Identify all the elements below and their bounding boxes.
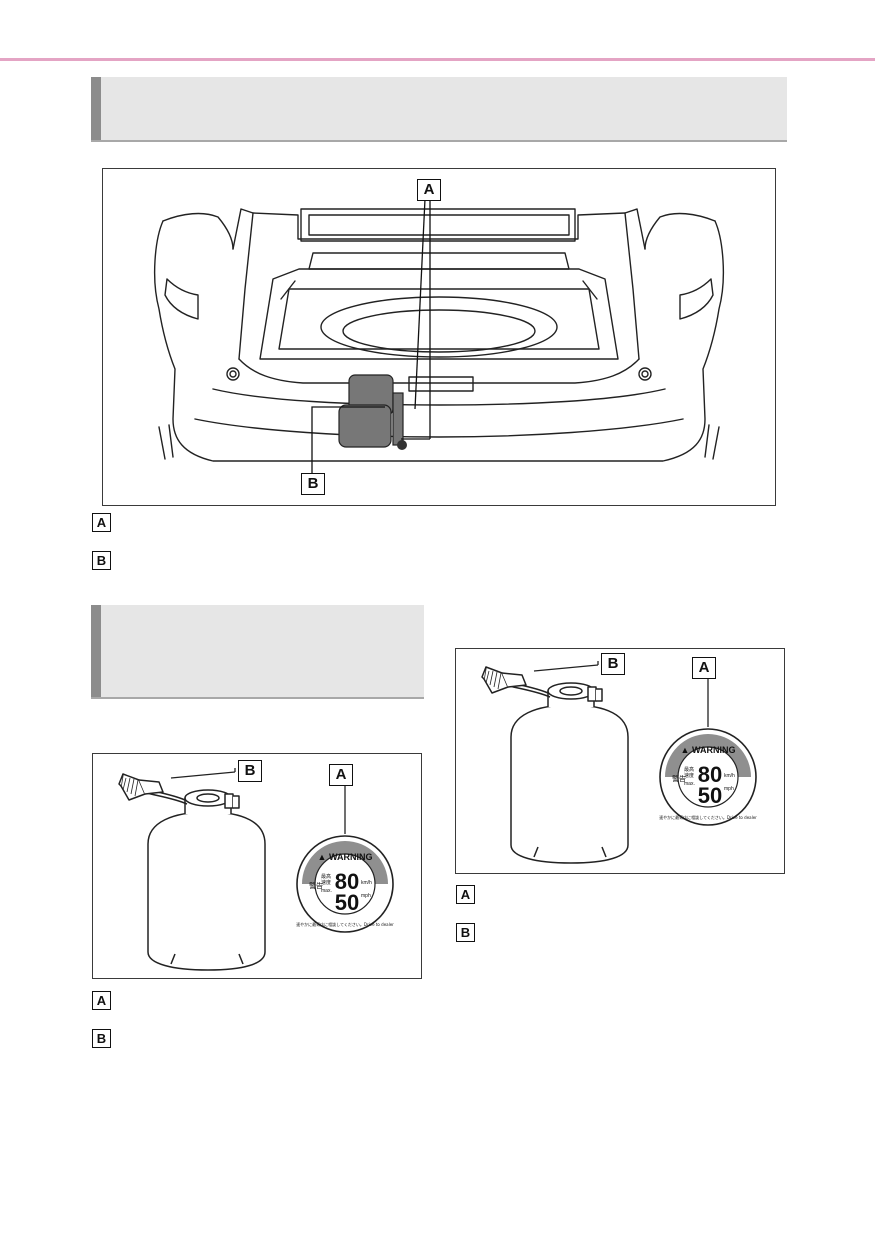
badge-mph-unit: mph xyxy=(361,893,371,899)
legend-a-marker: A xyxy=(92,513,111,532)
legend-b-marker: B xyxy=(92,551,111,570)
speed-warning-sticker-right: ▲ WARNING 警告 最高 速度 max. 80 km/h 50 mph 速… xyxy=(659,728,757,826)
section-header-accent-2 xyxy=(91,605,101,697)
callout-a-label-right: A xyxy=(692,657,716,679)
badge-warning-text: ▲ WARNING xyxy=(318,852,373,862)
section-header-band-2 xyxy=(91,605,424,699)
badge-jp-left-1: 最高 xyxy=(321,873,331,880)
legend-b-marker-right: B xyxy=(456,923,475,942)
badge-mph-unit-right: mph xyxy=(724,786,734,792)
callout-a-label: A xyxy=(417,179,441,201)
callout-a-label-left: A xyxy=(329,764,353,786)
sealant-bottle-illustration-right xyxy=(481,661,709,864)
legend-b-marker-left: B xyxy=(92,1029,111,1048)
legend-a-marker-left: A xyxy=(92,991,111,1010)
legend-a-marker-right: A xyxy=(456,885,475,904)
badge-kmh-unit: km/h xyxy=(361,880,372,886)
sealant-bottle-figure-right: B A ▲ WARNING 警告 最高 速度 max. 80 km/h 50 m… xyxy=(455,648,785,874)
badge-mph-value: 50 xyxy=(335,890,359,915)
callout-b-label-left: B xyxy=(238,760,262,782)
page-top-rule xyxy=(0,58,875,61)
callout-b-label-right: B xyxy=(601,653,625,675)
speed-warning-sticker: ▲ WARNING 警告 最高 速度 max. 80 km/h 50 mph 速… xyxy=(296,835,394,933)
badge-jp-left-2-right: 速度 xyxy=(684,772,694,779)
badge-kmh-value: 80 xyxy=(335,869,359,894)
callout-b-label: B xyxy=(301,473,325,495)
badge-kmh-unit-right: km/h xyxy=(724,773,735,779)
badge-ring-text-right: 速やかに最寄店に相談してください。Drive to dealer xyxy=(659,814,757,820)
badge-jp-left-2: 速度 xyxy=(321,879,331,886)
badge-max-right: max. xyxy=(684,781,695,787)
section-header-accent xyxy=(91,77,101,140)
badge-kmh-value-right: 80 xyxy=(698,762,722,787)
badge-jp-top-right: 警告 xyxy=(672,774,686,783)
sealant-bottle-illustration-left xyxy=(118,768,346,971)
badge-jp-top: 警告 xyxy=(309,881,323,890)
luggage-compartment-illustration xyxy=(153,198,725,475)
badge-jp-left-1-right: 最高 xyxy=(684,766,694,773)
badge-mph-value-right: 50 xyxy=(698,783,722,808)
sealant-bottle-figure-left: B A ▲ WARNING 警告 最高 速度 max. 80 km/h 50 m… xyxy=(92,753,422,979)
badge-ring-text: 速やかに最寄店に相談してください。Drive to dealer xyxy=(296,921,394,927)
luggage-compartment-figure: A B xyxy=(102,168,776,506)
badge-warning-text-right: ▲ WARNING xyxy=(681,745,736,755)
section-header-band xyxy=(91,77,787,142)
badge-max: max. xyxy=(321,888,332,894)
